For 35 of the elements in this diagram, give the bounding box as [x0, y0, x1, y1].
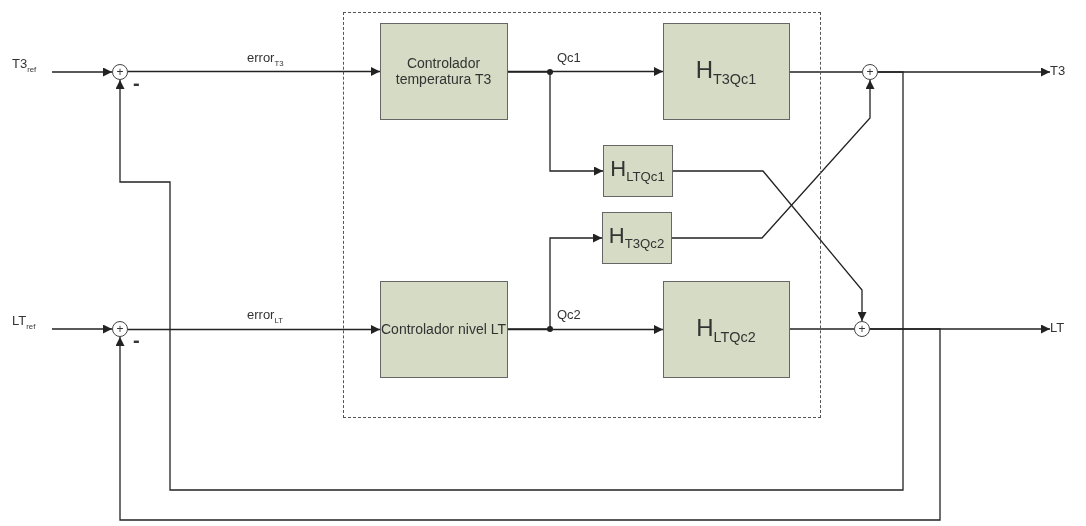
- transfer-function-block: [379, 22, 508, 120]
- summing-junction: +: [854, 321, 870, 337]
- signal-arrow: [127, 67, 381, 76]
- signal-arrow: [115, 328, 941, 521]
- minus-sign: -: [133, 329, 140, 352]
- block-label: H$_{LTQc2}$: [696, 313, 756, 345]
- signal-arrow: [507, 71, 604, 176]
- transfer-function-block: [602, 144, 673, 197]
- signal-arrow: [672, 170, 867, 322]
- signal-arrow: [671, 79, 875, 239]
- block-label: H$_{LTQc1}$: [610, 156, 665, 185]
- signal-arrow: [51, 67, 113, 77]
- transfer-function-block: [662, 22, 790, 120]
- transfer-function-block: [601, 211, 672, 264]
- signal-arrow: [127, 325, 381, 334]
- signal-label: LT$_{ref}$: [12, 313, 52, 331]
- signal-arrow: [507, 233, 603, 330]
- dashed-boundary: [343, 12, 821, 418]
- signal-label: T3$_{ref}$: [12, 56, 52, 74]
- block-label: H$_{T3Qc2}$: [608, 223, 665, 252]
- transfer-function-block: [379, 280, 508, 378]
- block-label: Controlador temperatura T3: [394, 55, 493, 87]
- signal-arrow: [115, 71, 904, 491]
- signal-arrow: [51, 324, 113, 334]
- block-label: Controlador nivel LT: [381, 321, 506, 337]
- signal-label: T3: [1050, 63, 1080, 81]
- minus-sign: -: [133, 72, 140, 95]
- summing-junction: +: [112, 321, 128, 337]
- block-label: H$_{T3Qc1}$: [695, 55, 757, 87]
- signal-label: LT: [1050, 320, 1080, 338]
- transfer-function-block: [662, 280, 790, 378]
- edge-label: Qc2: [555, 307, 583, 322]
- edge-label: Qc1: [555, 50, 583, 65]
- summing-junction: +: [112, 64, 128, 80]
- summing-junction: +: [862, 64, 878, 80]
